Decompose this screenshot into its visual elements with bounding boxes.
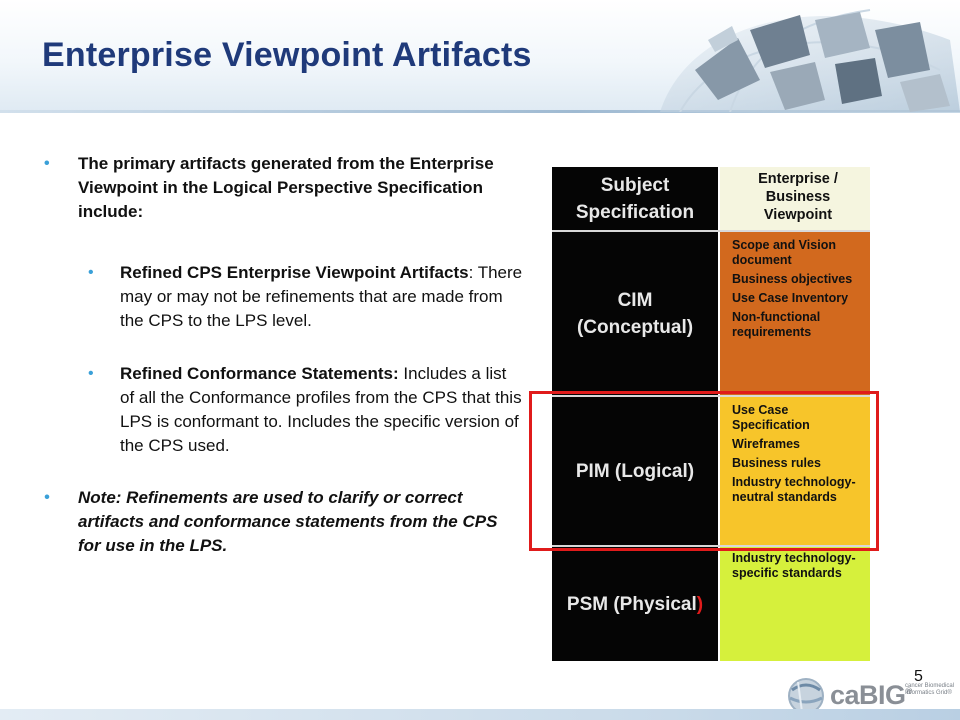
cell-label: (Conceptual) <box>576 316 694 338</box>
pim-cell: PIM (Logical) <box>552 397 718 545</box>
logo-text: caBIG® <box>830 680 912 711</box>
cim-artifacts-cell: Scope and Vision document Business objec… <box>720 232 870 395</box>
bullet-item: • Note: Refinements are used to clarify … <box>44 486 524 558</box>
sub-bullet-item: • Refined CPS Enterprise Viewpoint Artif… <box>44 261 524 333</box>
bullet-text: The primary artifacts generated from the… <box>78 154 494 221</box>
logo-wordmark: caBIG <box>830 680 906 710</box>
logo-subtitle: cancer Biomedical Informatics Grid® <box>905 683 955 696</box>
artifact-item: Wireframes <box>732 437 800 451</box>
psm-artifacts-cell: Industry technology-specific standards <box>720 547 870 661</box>
artifact-item: Business rules <box>732 456 821 470</box>
row-separator <box>552 230 870 232</box>
artifact-item: Scope and Vision document <box>732 238 836 267</box>
header-rule <box>0 110 960 113</box>
cell-label: PSM (Physical <box>566 593 697 615</box>
cim-cell: CIM (Conceptual) <box>552 232 718 395</box>
bullet-marker: • <box>44 155 50 172</box>
cell-label-paren: ) <box>696 593 704 615</box>
cell-label: PIM (Logical) <box>575 460 695 482</box>
cell-label: Specification <box>575 201 695 223</box>
bullet-marker: • <box>88 365 94 382</box>
row-separator <box>552 395 870 397</box>
bullet-marker: • <box>88 264 94 281</box>
artifact-item: Industry technology-specific standards <box>732 551 856 580</box>
logo-reg-mark: ® <box>905 686 913 696</box>
artifact-item: Use Case Specification <box>732 403 810 432</box>
cell-label: Business <box>765 189 831 205</box>
cell-label: CIM <box>617 289 653 311</box>
footer-band <box>0 709 960 720</box>
cabig-logo-icon <box>788 678 824 714</box>
slide-title: Enterprise Viewpoint Artifacts <box>42 36 532 74</box>
pim-artifacts-cell: Use Case Specification Wireframes Busine… <box>720 397 870 545</box>
cell-label: Enterprise / <box>758 171 838 187</box>
sub-bullet-item: • Refined Conformance Statements: Includ… <box>44 362 524 458</box>
artifact-item: Use Case Inventory <box>732 291 849 305</box>
bullet-list: • The primary artifacts generated from t… <box>44 152 524 558</box>
bullet-text: Includes a list of all the Conformance p… <box>120 364 522 455</box>
cell-label: Viewpoint <box>763 207 833 223</box>
psm-cell: PSM (Physical) <box>552 547 718 661</box>
artifact-item: Industry technology-neutral standards <box>732 475 856 504</box>
artifact-item: Non-functional requirements <box>732 310 821 339</box>
row-separator <box>552 545 870 547</box>
bullet-text: : There may or may not be refinements th… <box>120 263 523 330</box>
bullet-bold-text: Refined Conformance Statements: <box>120 364 399 383</box>
bullet-bold-text: Refined CPS Enterprise Viewpoint Artifac… <box>120 263 469 282</box>
bullet-item: • The primary artifacts generated from t… <box>44 152 524 224</box>
pim-highlight-box <box>529 391 879 551</box>
bullet-marker: • <box>44 489 50 506</box>
cell-label: Subject <box>600 174 670 196</box>
note-text: Note: Refinements are used to clarify or… <box>78 488 498 555</box>
page-number: 5 <box>914 668 923 685</box>
artifact-item: Business objectives <box>732 272 853 286</box>
globe-image <box>660 9 960 112</box>
